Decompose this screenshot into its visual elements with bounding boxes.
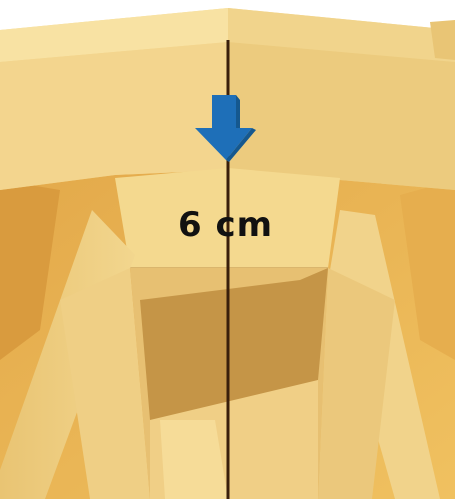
top-beam-face-right <box>228 42 455 190</box>
left-back-panel <box>0 180 60 360</box>
top-beam-upper-left <box>0 8 228 62</box>
measurement-label: 6 cm <box>178 205 274 245</box>
down-arrow-icon <box>195 95 256 162</box>
cavity-shadow <box>140 268 328 420</box>
top-beam-face-left <box>0 42 228 190</box>
right-inner-leg <box>318 268 395 499</box>
right-back-panel <box>400 180 455 360</box>
cavity-highlight <box>160 420 228 499</box>
left-inner-leg <box>60 268 150 499</box>
top-beam-end <box>430 20 455 60</box>
top-beam-upper-right <box>228 8 455 62</box>
